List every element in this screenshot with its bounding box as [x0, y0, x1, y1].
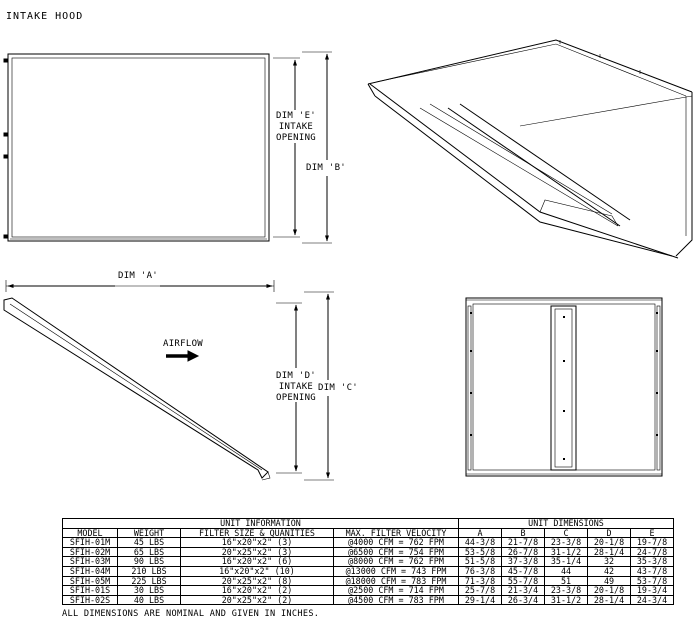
dim-d-line: DIM 'D': [275, 371, 317, 381]
table-cell: 44: [544, 565, 588, 577]
table-cell: 20-1/8: [587, 537, 631, 548]
table-cell: 26-3/4: [501, 594, 545, 606]
table-cell: @4500 CFM = 783 FPM: [333, 594, 459, 606]
airflow-label: AIRFLOW: [163, 339, 204, 349]
rear-view: [465, 297, 663, 477]
table-cell: 16"x20"x2" (2): [180, 585, 334, 596]
unit-information-header: UNIT INFORMATION: [62, 518, 459, 529]
table-cell: 21-7/8: [501, 537, 545, 548]
table-cell: 40 LBS: [117, 594, 181, 606]
table-cell: 45-7/8: [501, 565, 545, 577]
group-header-row: UNIT INFORMATION UNIT DIMENSIONS: [62, 518, 674, 529]
table-cell: 21-3/4: [501, 585, 545, 596]
table-cell: 42: [587, 565, 631, 577]
table-cell: 16"x20"x2" (10): [180, 565, 334, 577]
table-cell: SFIH-01S: [62, 585, 118, 596]
table-cell: 16"x20"x2" (3): [180, 537, 334, 548]
table-cell: 31-1/2: [544, 594, 588, 606]
table-cell: 25-7/8: [458, 585, 502, 596]
dim-e-line: INTAKE: [278, 122, 314, 132]
dimension-note: ALL DIMENSIONS ARE NOMINAL AND GIVEN IN …: [62, 609, 320, 619]
dim-e-line: OPENING: [275, 133, 317, 143]
front-view: [3, 51, 332, 244]
side-view: [3, 280, 334, 481]
table-cell: 28-1/4: [587, 594, 631, 606]
table-cell: 30 LBS: [117, 585, 181, 596]
dim-e-label: DIM 'E' INTAKE OPENING: [270, 111, 322, 144]
dim-d-line: INTAKE: [278, 382, 314, 392]
table-cell: 19-3/4: [630, 585, 674, 596]
table-cell: 76-3/8: [458, 565, 502, 577]
table-cell: 23-3/8: [544, 585, 588, 596]
dim-d-line: OPENING: [275, 393, 317, 403]
table-cell: 24-3/4: [630, 594, 674, 606]
drawing-title: INTAKE HOOD: [6, 11, 84, 22]
table-cell: @4000 CFM = 762 FPM: [333, 537, 459, 548]
table-cell: 45 LBS: [117, 537, 181, 548]
dim-e-line: DIM 'E': [275, 111, 317, 121]
dim-b-label: DIM 'B': [306, 163, 347, 173]
table-cell: SFIH-02S: [62, 594, 118, 606]
table-cell: @2500 CFM = 714 FPM: [333, 585, 459, 596]
table-cell: 23-3/8: [544, 537, 588, 548]
dim-a-label: DIM 'A': [118, 271, 159, 281]
table-cell: 19-7/8: [630, 537, 674, 548]
table-cell: 44-3/8: [458, 537, 502, 548]
table-cell: 29-1/4: [458, 594, 502, 606]
dim-d-label: DIM 'D' INTAKE OPENING: [270, 371, 322, 404]
isometric-view: [367, 39, 693, 259]
table-cell: SFIH-04M: [62, 565, 118, 577]
table-cell: 20-1/8: [587, 585, 631, 596]
unit-dimensions-header: UNIT DIMENSIONS: [458, 518, 674, 529]
table-cell: 210 LBS: [117, 565, 181, 577]
table-cell: @13000 CFM = 743 FPM: [333, 565, 459, 577]
table-cell: 20"x25"x2" (2): [180, 594, 334, 606]
table-cell: SFIH-01M: [62, 537, 118, 548]
table-cell: 43-7/8: [630, 565, 674, 577]
dim-c-label: DIM 'C': [318, 383, 359, 393]
